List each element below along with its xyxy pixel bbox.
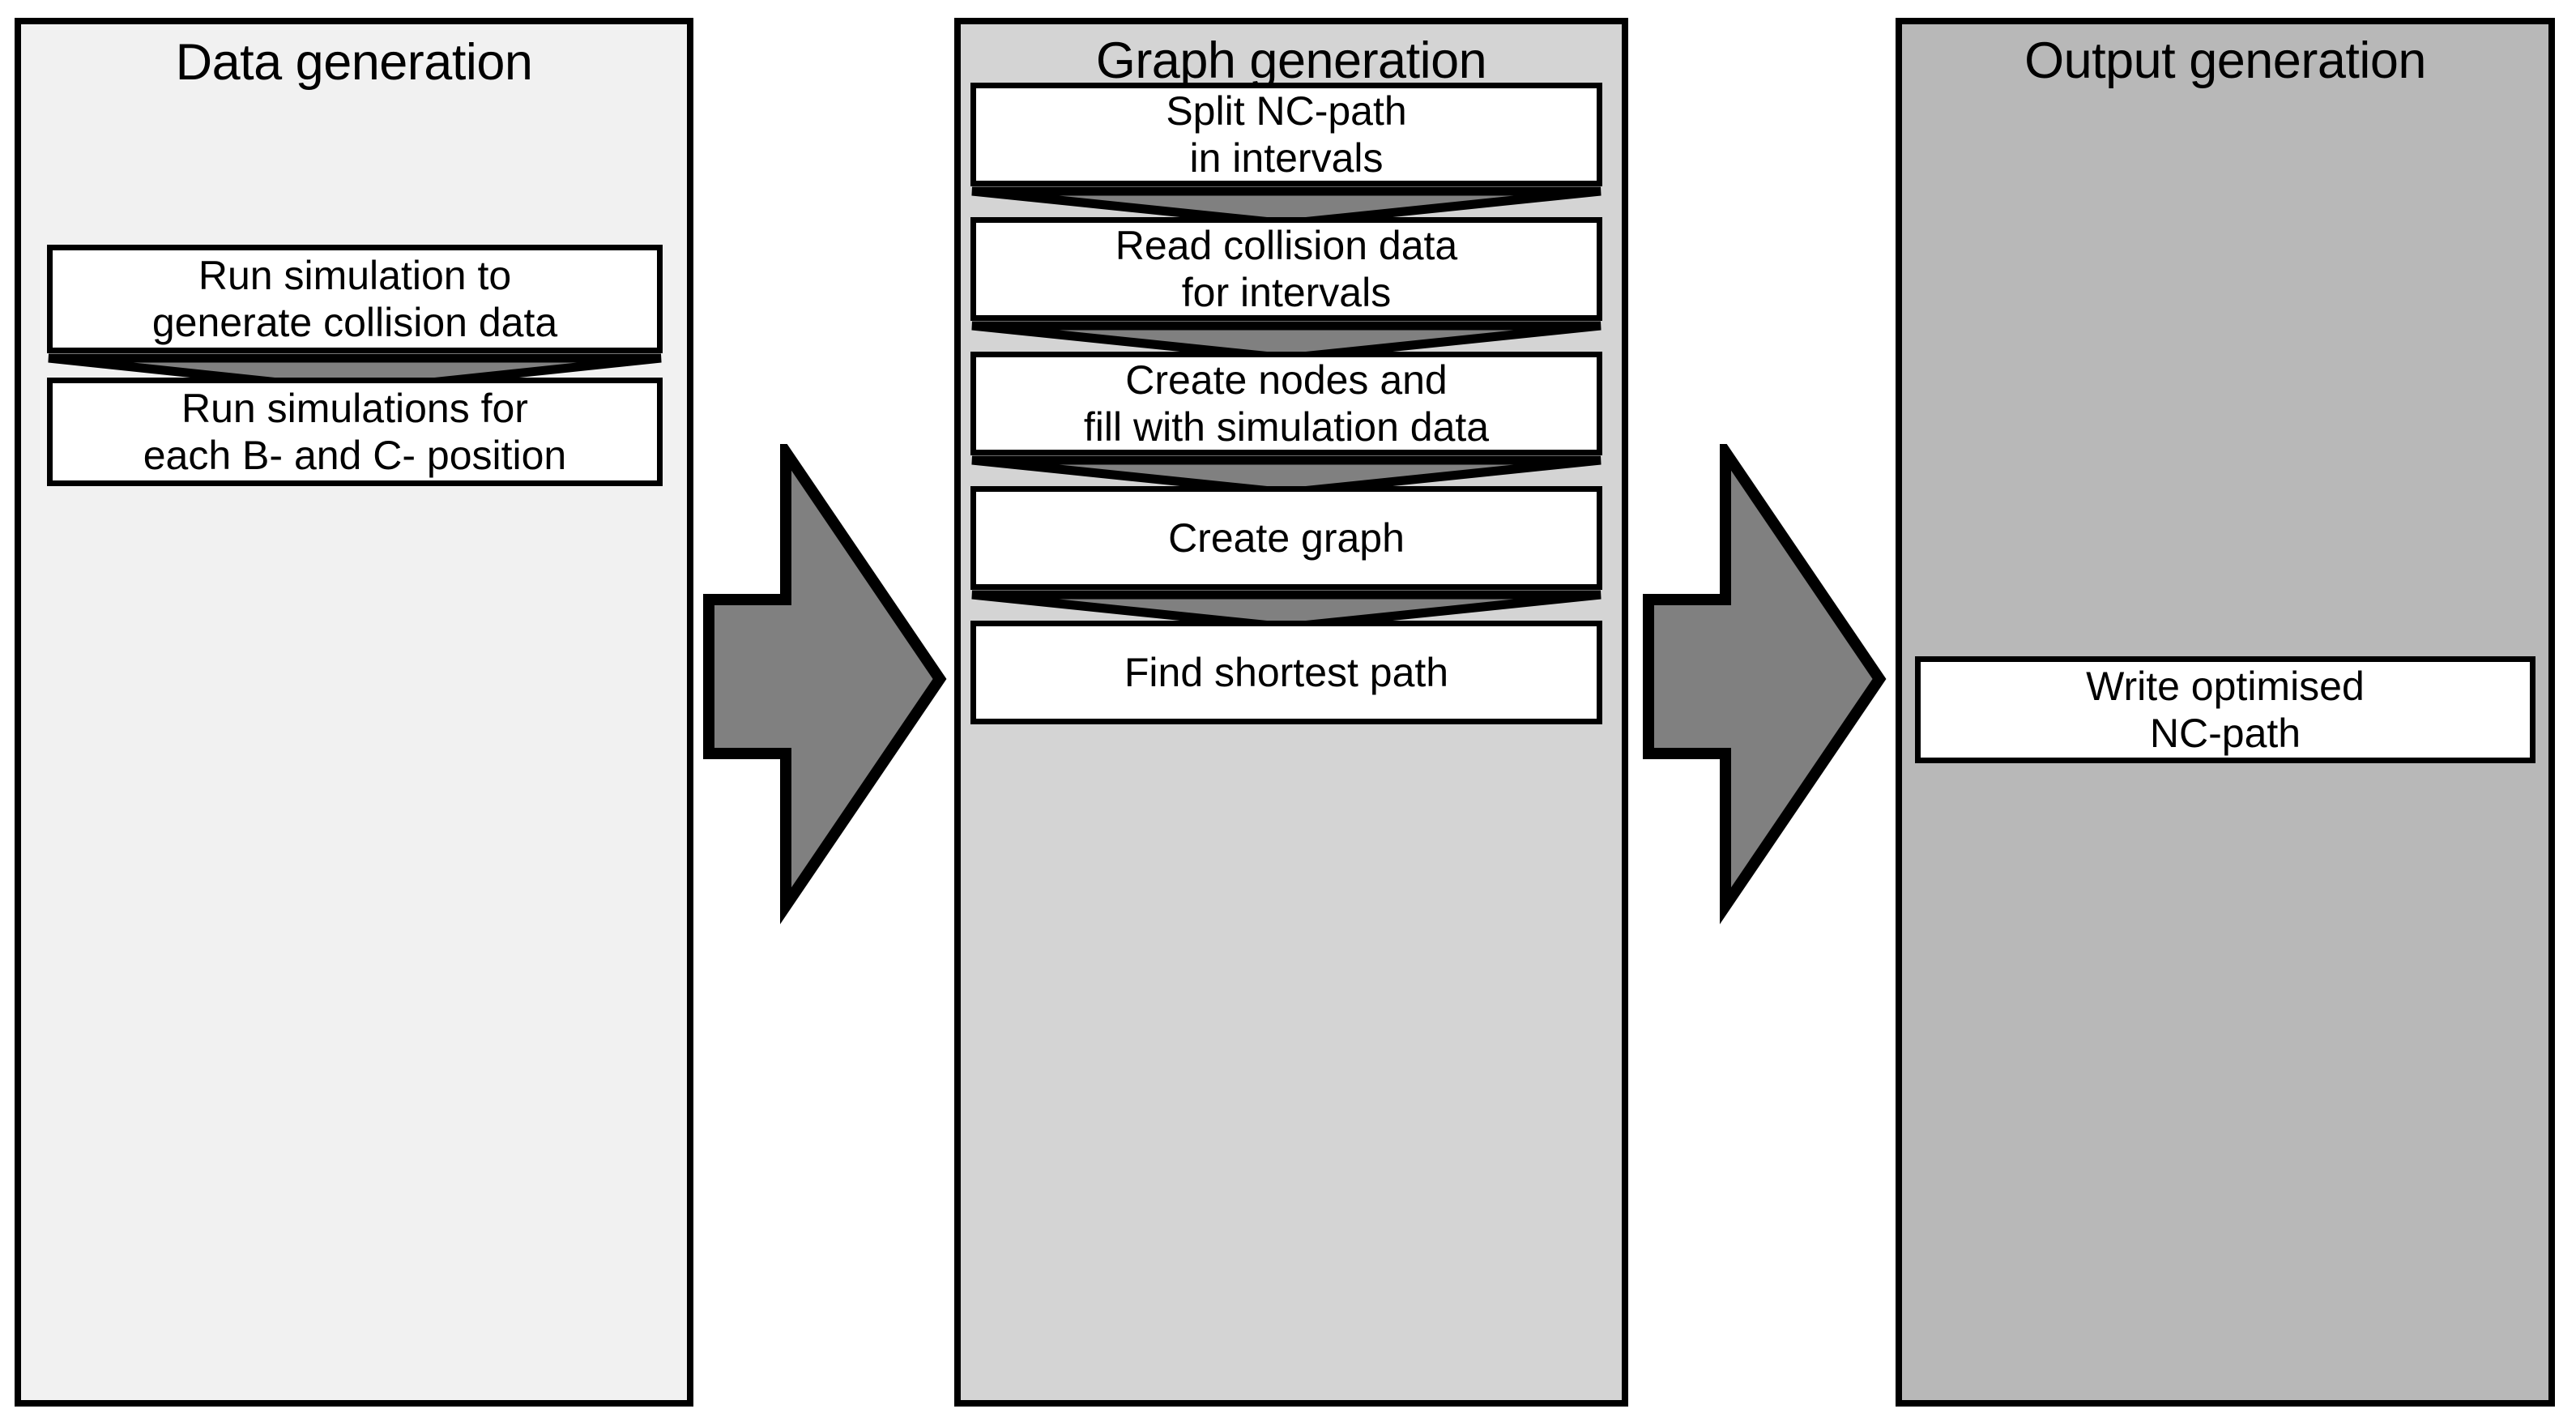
step-split-nc-path[interactable]: Split NC-path in intervals <box>970 83 1602 186</box>
step-write-optimised-nc-path[interactable]: Write optimised NC-path <box>1915 656 2535 763</box>
step-label-line2: NC-path <box>2149 711 2301 756</box>
step-label-line2: generate collision data <box>151 300 558 345</box>
stage-graph-generation: Graph generation Split NC-path in interv… <box>954 18 1628 1407</box>
step-create-graph[interactable]: Create graph <box>970 486 1602 590</box>
step-read-collision-data[interactable]: Read collision data for intervals <box>970 217 1602 321</box>
step-run-simulations-positions[interactable]: Run simulations for each B- and C- posit… <box>47 378 663 486</box>
step-create-nodes[interactable]: Create nodes and fill with simulation da… <box>970 352 1602 455</box>
stage-title-graph-generation: Graph generation <box>1095 32 1487 89</box>
stage-output-generation: Output generation Write optimised NC-pat… <box>1896 18 2555 1407</box>
stage-title-output-generation: Output generation <box>2024 32 2426 89</box>
step-label-line1: Write optimised <box>2086 663 2365 709</box>
step-label-line1: Read collision data <box>1115 222 1458 268</box>
step-run-simulation[interactable]: Run simulation to generate collision dat… <box>47 245 663 353</box>
step-label-line1: Run simulations for <box>181 385 528 431</box>
step-label-line1: Split NC-path <box>1166 88 1407 134</box>
right-block-arrow-icon-data-to-graph <box>703 444 947 924</box>
stage-data-generation: Data generation Run simulation to genera… <box>15 18 693 1407</box>
right-block-arrow-icon-graph-to-output <box>1643 444 1887 924</box>
step-label-line2: each B- and C- position <box>143 433 567 478</box>
step-label-line2: for intervals <box>1181 270 1392 315</box>
step-find-shortest-path[interactable]: Find shortest path <box>970 621 1602 724</box>
step-label-line2: fill with simulation data <box>1083 404 1490 450</box>
stage-title-data-generation: Data generation <box>175 34 533 91</box>
step-label-line1: Create graph <box>1168 514 1405 561</box>
step-label-line1: Find shortest path <box>1124 649 1449 695</box>
step-label-line1: Create nodes and <box>1125 356 1448 403</box>
step-label-line1: Run simulation to <box>198 252 512 298</box>
step-label-line2: in intervals <box>1189 135 1384 181</box>
